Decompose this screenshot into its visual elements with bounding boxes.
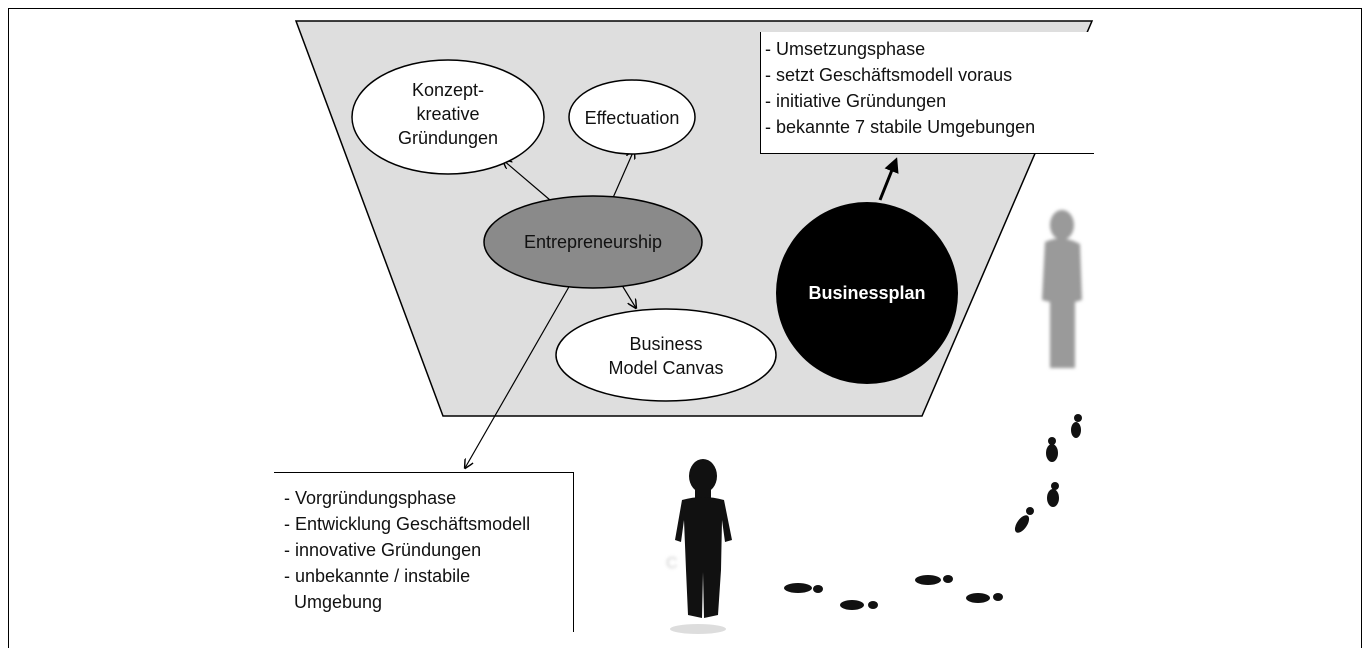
entrepreneurship-label: Entrepreneurship: [523, 232, 663, 252]
silhouette-shadow-mark: C: [666, 555, 678, 572]
implementation-phase-box: - Umsetzungsphase - setzt Geschäftsmodel…: [760, 32, 1094, 154]
konzept-ellipse: [351, 59, 545, 175]
figure-frame: [8, 8, 1362, 648]
arrow-to-bottom-box: [465, 284, 571, 468]
top-box-line-3: - initiative Gründungen: [765, 91, 947, 111]
effectuation-ellipse: [568, 79, 696, 155]
canvas-line-1: Business: [629, 334, 703, 354]
konzept-line-2: kreative: [416, 104, 480, 124]
pre-founding-phase-box: - Vorgründungsphase - Entwicklung Geschä…: [274, 472, 574, 632]
top-box-line-4: - bekannte 7 stabile Umgebungen: [765, 117, 1036, 137]
canvas-ellipse: [555, 308, 777, 402]
konzept-line-3: Gründungen: [397, 128, 499, 148]
businessplan-label: Businessplan: [808, 283, 926, 303]
arrow-to-top-box: [878, 157, 899, 201]
canvas-line-2: Model Canvas: [608, 358, 724, 378]
top-box-line-1: - Umsetzungsphase: [765, 39, 926, 59]
person-silhouette-icon: [670, 459, 732, 634]
arrow-to-konzept: [503, 160, 551, 201]
footprints-icon: [784, 414, 1082, 610]
top-box-line-2: - setzt Geschäftsmodell voraus: [765, 65, 1013, 85]
arrow-to-effectuation: [611, 150, 634, 201]
bottom-box-line-1: - Vorgründungsphase: [284, 488, 457, 508]
bottom-box-line-2: - Entwicklung Geschäftsmodell: [284, 514, 531, 534]
effectuation-label: Effectuation: [584, 108, 680, 128]
businessplan-circle: [776, 202, 958, 384]
konzept-line-1: Konzept-: [411, 80, 485, 100]
canvas-label: Business Model Canvas: [566, 332, 766, 380]
bottom-box-line-3: - innovative Gründungen: [284, 540, 482, 560]
entrepreneurship-ellipse: [483, 195, 703, 289]
konzept-label: Konzept- kreative Gründungen: [368, 78, 528, 150]
bottom-box-line-4: - unbekannte / instabile: [284, 566, 471, 586]
distant-person-icon: [1042, 210, 1082, 368]
bottom-box-line-5: Umgebung: [284, 592, 383, 612]
